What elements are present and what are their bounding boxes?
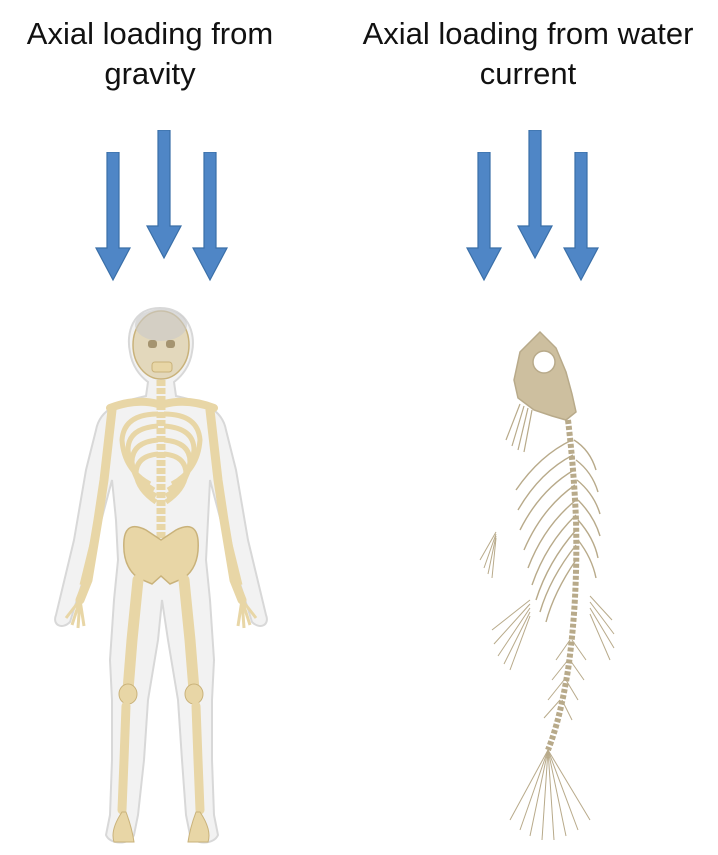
human-skeleton-illustration (55, 308, 267, 843)
down-arrow-icon (518, 130, 552, 258)
fish-skeleton-illustration (480, 332, 614, 840)
fish-ribs (516, 440, 600, 622)
down-arrow-icon (147, 130, 181, 258)
down-arrow-icon (564, 152, 598, 280)
down-arrow-icon (96, 152, 130, 280)
down-arrow-icon (467, 152, 501, 280)
dorsal-fin (590, 596, 614, 660)
right-arrows (467, 130, 598, 280)
down-arrow-icon (193, 152, 227, 280)
tail-fin (510, 750, 590, 840)
fish-eye-socket (533, 351, 555, 373)
pectoral-fin (480, 532, 496, 578)
ventral-fin (492, 600, 530, 670)
left-arrows (96, 130, 227, 280)
